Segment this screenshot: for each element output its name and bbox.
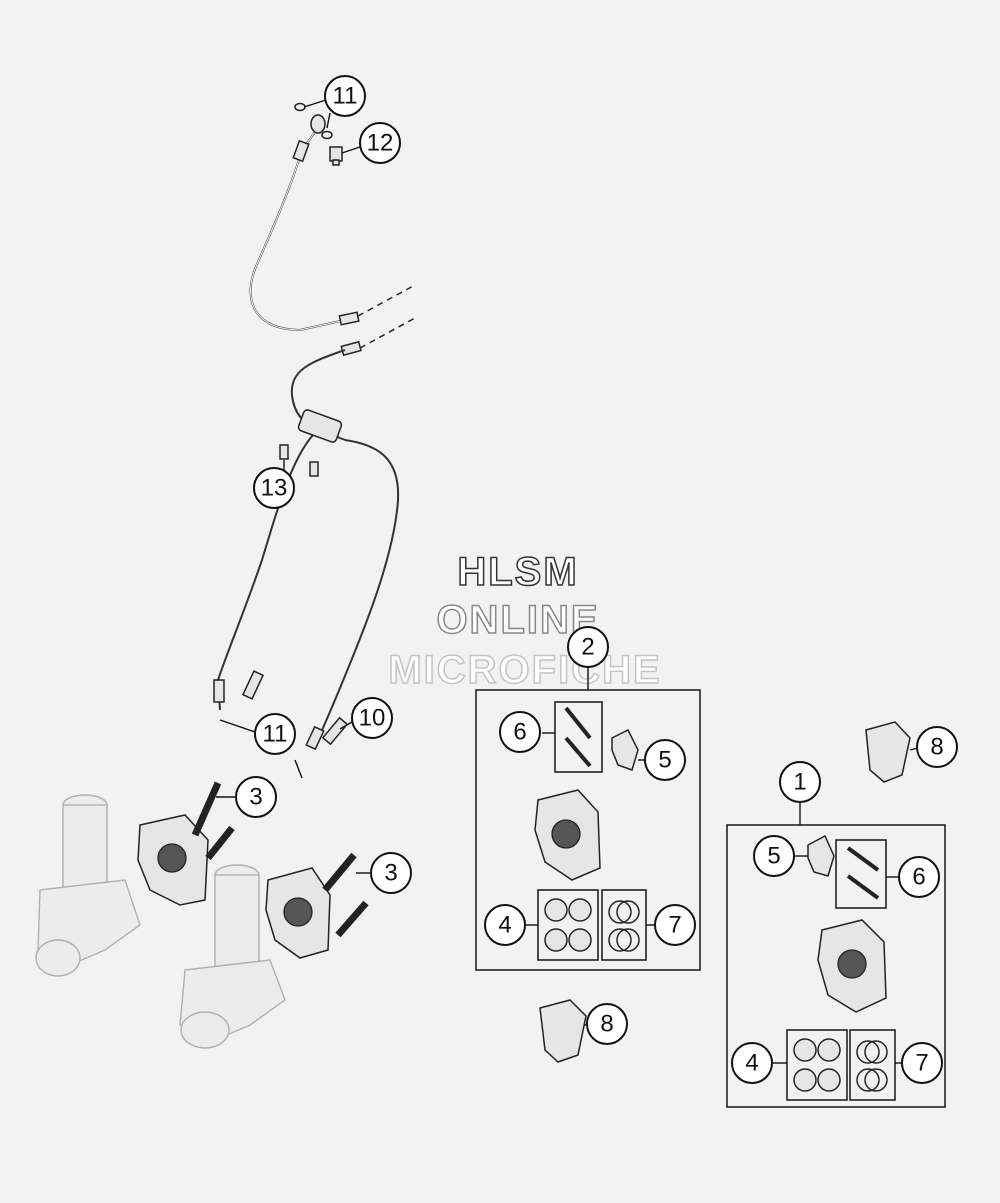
callout-6-kit1[interactable]: 6 xyxy=(898,856,940,898)
callout-5-kit2[interactable]: 5 xyxy=(644,739,686,781)
callout-7-kit2[interactable]: 7 xyxy=(654,904,696,946)
bleed-valve xyxy=(241,670,349,746)
callout-3-right[interactable]: 3 xyxy=(370,852,412,894)
brake-caliper-left xyxy=(137,814,209,906)
callout-4-kit1[interactable]: 4 xyxy=(731,1042,773,1084)
svg-text:6: 6 xyxy=(912,864,925,891)
fork-leg-right xyxy=(179,864,286,1049)
svg-text:1: 1 xyxy=(793,769,806,796)
seal-kit-box xyxy=(849,1029,896,1101)
callout-13[interactable]: 13 xyxy=(253,467,295,509)
svg-text:2: 2 xyxy=(581,634,594,661)
piston-kit-box xyxy=(786,1029,848,1101)
svg-text:7: 7 xyxy=(668,912,681,939)
callout-8-top[interactable]: 8 xyxy=(916,726,958,768)
callout-7-kit1[interactable]: 7 xyxy=(901,1042,943,1084)
svg-text:8: 8 xyxy=(600,1011,613,1038)
caliper-kit-1 xyxy=(726,802,946,1108)
svg-text:4: 4 xyxy=(498,912,511,939)
callout-11-top[interactable]: 11 xyxy=(324,75,366,117)
watermark-line-1: HLSM xyxy=(457,550,578,594)
caliper-bolts xyxy=(191,781,369,938)
seal-ring-icon xyxy=(321,130,333,140)
brake-pads-top xyxy=(865,721,919,783)
svg-text:3: 3 xyxy=(384,860,397,887)
brake-pads-bottom xyxy=(539,999,588,1063)
pad-spring-icon xyxy=(807,834,835,877)
watermark-line-3: MICROFICHE xyxy=(388,648,661,692)
svg-text:11: 11 xyxy=(333,83,358,110)
svg-text:5: 5 xyxy=(658,747,671,774)
svg-text:5: 5 xyxy=(767,843,780,870)
callout-12[interactable]: 12 xyxy=(359,122,401,164)
banjo-bolt xyxy=(329,146,343,166)
svg-text:7: 7 xyxy=(915,1050,928,1077)
callout-3-left[interactable]: 3 xyxy=(235,776,277,818)
pin-kit-box xyxy=(835,839,887,909)
callout-2[interactable]: 2 xyxy=(567,626,609,668)
callout-8-bottom[interactable]: 8 xyxy=(586,1003,628,1045)
caliper-kit-2 xyxy=(475,667,701,971)
svg-text:10: 10 xyxy=(359,705,386,732)
leader-lines xyxy=(216,99,370,874)
callout-1[interactable]: 1 xyxy=(779,761,821,803)
lower-brake-hose xyxy=(213,317,416,779)
svg-text:11: 11 xyxy=(263,721,288,748)
watermark: HLSM ONLINE MICROFICHE xyxy=(388,549,661,693)
brake-caliper-right xyxy=(265,867,331,959)
piston-kit-box xyxy=(537,889,599,961)
seal-ring-icon xyxy=(294,102,306,112)
svg-text:4: 4 xyxy=(745,1050,758,1077)
callout-11-bottom[interactable]: 11 xyxy=(254,713,296,755)
svg-text:8: 8 xyxy=(930,734,943,761)
svg-text:6: 6 xyxy=(513,719,526,746)
pin-kit-box xyxy=(554,701,603,773)
callout-4-kit2[interactable]: 4 xyxy=(484,904,526,946)
callout-10[interactable]: 10 xyxy=(351,697,393,739)
fork-leg-left xyxy=(35,794,141,977)
callout-6-kit2[interactable]: 6 xyxy=(499,711,541,753)
svg-text:3: 3 xyxy=(249,784,262,811)
banjo-fitting xyxy=(310,114,326,134)
callout-5-kit1[interactable]: 5 xyxy=(753,835,795,877)
pad-spring-icon xyxy=(611,728,639,771)
hose-clip-screws xyxy=(279,444,319,477)
svg-text:12: 12 xyxy=(367,130,394,157)
watermark-line-2: ONLINE xyxy=(436,598,599,642)
upper-brake-hose xyxy=(249,102,416,332)
svg-text:13: 13 xyxy=(261,475,288,502)
